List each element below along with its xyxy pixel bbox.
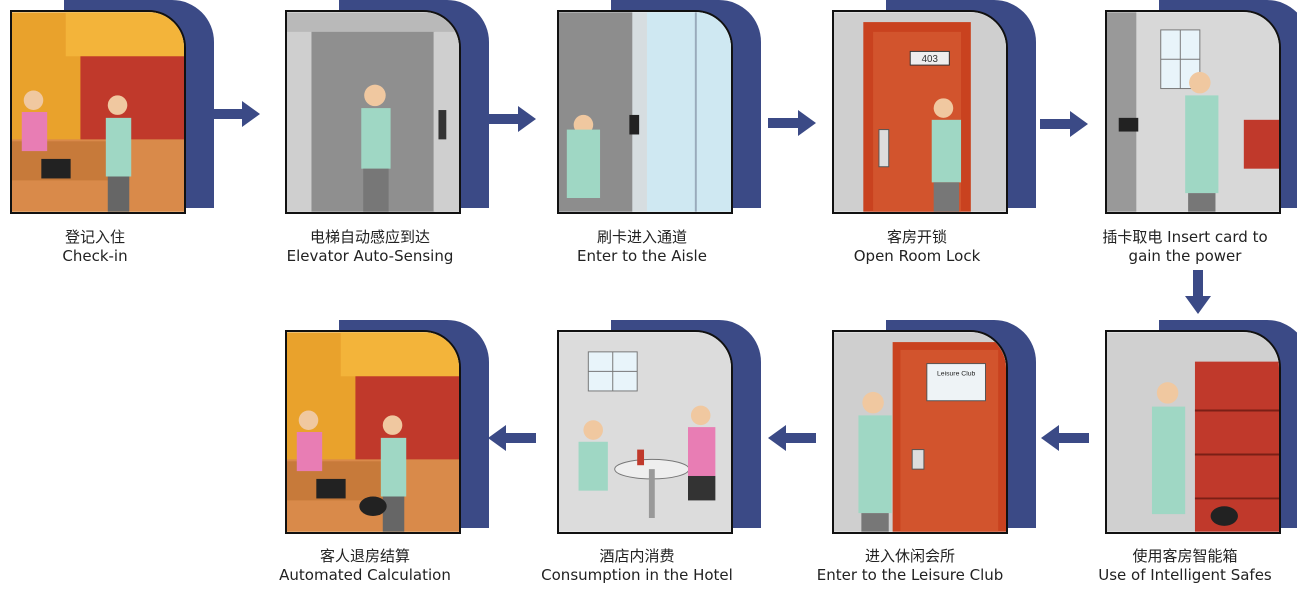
- arrow-right-icon: [488, 106, 536, 132]
- aisle-illustration: [557, 10, 733, 214]
- leisure-club-illustration: Leisure Club: [832, 330, 1008, 534]
- step-card-insert-card: [1105, 0, 1297, 225]
- step-card-check-in: [10, 0, 214, 225]
- step-card-safes: [1105, 320, 1297, 545]
- arrow-right-icon: [212, 101, 260, 127]
- arrow-right-icon: [1040, 111, 1088, 137]
- safes-illustration: [1105, 330, 1281, 534]
- consumption-illustration: [557, 330, 733, 534]
- step-card-leisure-club: Leisure Club: [832, 320, 1036, 545]
- arrow-left-icon: [1041, 425, 1089, 451]
- check-in-illustration: [10, 10, 186, 214]
- arrow-right-icon: [768, 110, 816, 136]
- arrow-down-icon: [1185, 270, 1211, 314]
- room-number: 403: [922, 54, 938, 65]
- elevator-illustration: [285, 10, 461, 214]
- club-sign: Leisure Club: [937, 370, 976, 377]
- insert-card-illustration: [1105, 10, 1281, 214]
- room-lock-illustration: 403: [832, 10, 1008, 214]
- checkout-illustration: [285, 330, 461, 534]
- arrow-left-icon: [488, 425, 536, 451]
- arrow-left-icon: [768, 425, 816, 451]
- step-card-elevator: [285, 0, 489, 225]
- step-card-consumption: [557, 320, 761, 545]
- step-card-room-lock: 403: [832, 0, 1036, 225]
- step-card-checkout: [285, 320, 489, 545]
- step-card-aisle: [557, 0, 761, 225]
